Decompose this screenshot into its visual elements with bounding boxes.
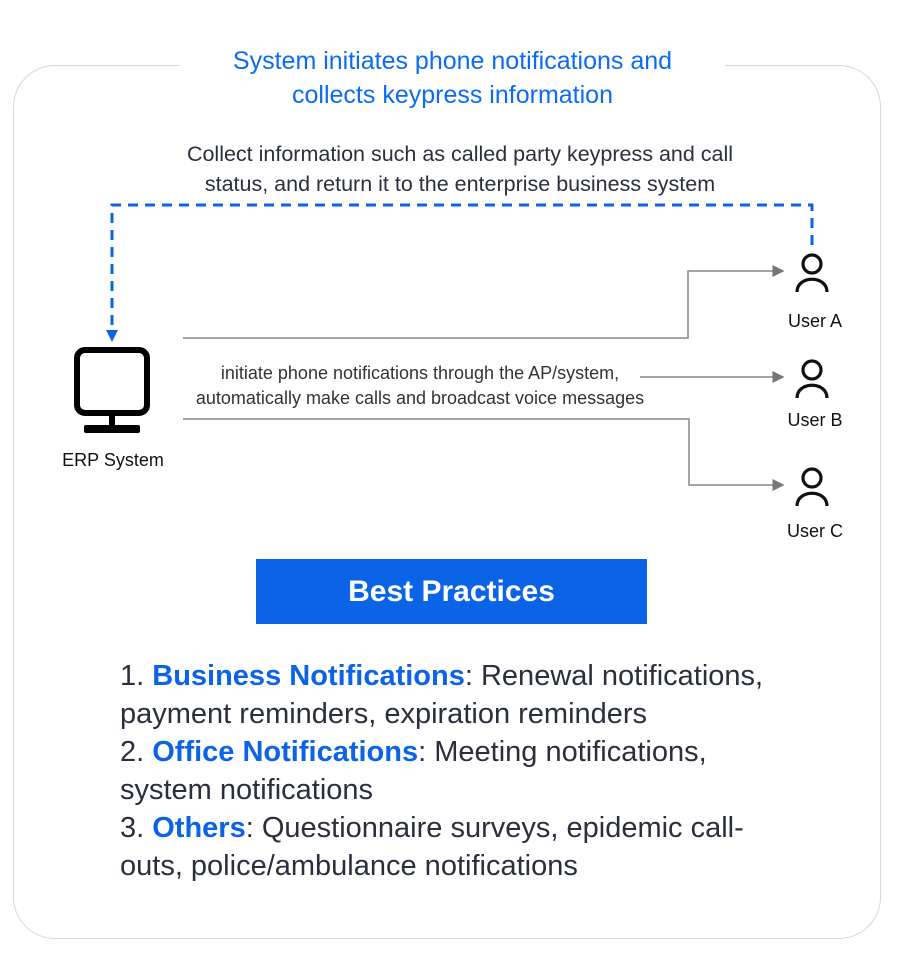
best-practices-banner: Best Practices [256, 559, 647, 624]
arrow-to-user-a [183, 265, 785, 339]
list-item: 2. Office Notifications: Meeting notific… [120, 736, 707, 806]
title-line: System initiates phone notifications and [232, 47, 673, 75]
initiate-calls-description: initiate phone notifications through the… [176, 361, 664, 411]
best-practices-list: 1. Business Notifications: Renewal notif… [120, 657, 800, 885]
title-line: collects keypress information [292, 81, 613, 109]
collect-description: Collect information such as called party… [100, 139, 820, 199]
list-item: 1. Business Notifications: Renewal notif… [120, 660, 764, 730]
feedback-dashed-arrow [110, 203, 814, 338]
mid-line: automatically make calls and broadcast v… [193, 388, 647, 408]
user-c-label: User C [786, 521, 843, 541]
collect-line: Collect information such as called party… [186, 142, 734, 166]
erp-system-label: ERP System [62, 450, 164, 470]
diagram-title: System initiates phone notifications and… [180, 44, 725, 112]
mid-line: initiate phone notifications through the… [218, 363, 622, 383]
user-a-label: User A [787, 311, 843, 331]
user-b-label: User B [787, 410, 843, 430]
arrowhead-icon [106, 330, 118, 342]
monitor-icon [74, 347, 150, 426]
arrow-to-user-c [183, 418, 785, 491]
user-icons [795, 253, 829, 507]
list-item: 3. Others: Questionnaire surveys, epidem… [120, 812, 744, 882]
collect-line: status, and return it to the enterprise … [204, 172, 716, 196]
